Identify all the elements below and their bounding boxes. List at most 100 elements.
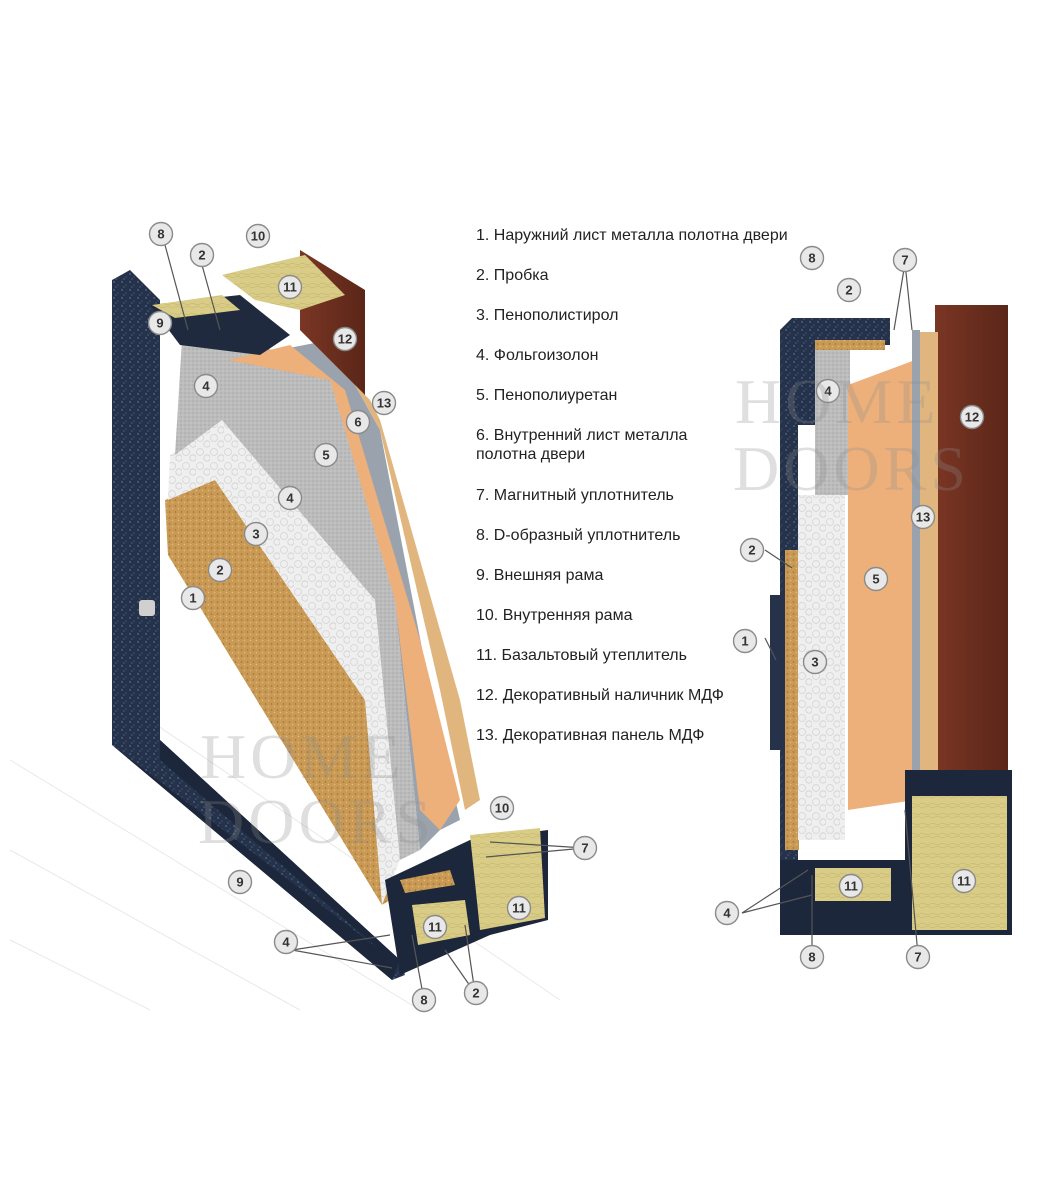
- callout-circle: [892, 247, 918, 273]
- callout-circle: [313, 442, 339, 468]
- legend-item-10: 10. Внутренняя рама: [476, 607, 633, 624]
- callout-number: 11: [428, 920, 442, 935]
- right-inner-steel: [912, 330, 920, 800]
- callout-circle: [277, 485, 303, 511]
- legend-item-11: 11. Базальтовый утеплитель: [476, 647, 687, 664]
- right-callout-2: 2: [739, 537, 765, 563]
- left-callout-5: 5: [313, 442, 339, 468]
- right-callout-7: 7: [892, 247, 918, 273]
- callout-number: 12: [338, 332, 352, 347]
- legend-item-7: 7. Магнитный уплотнитель: [476, 487, 674, 504]
- callout-circle: [951, 868, 977, 894]
- callout-number: 2: [472, 986, 479, 1001]
- watermark-right-doors: DOORS: [733, 433, 970, 504]
- callout-number: 8: [808, 251, 815, 266]
- callout-number: 2: [216, 563, 223, 578]
- callout-circle: [332, 326, 358, 352]
- callout-number: 7: [901, 253, 908, 268]
- callout-number: 3: [811, 655, 818, 670]
- callout-circle: [572, 835, 598, 861]
- callout-circle: [147, 310, 173, 336]
- right-callout-5: 5: [863, 566, 889, 592]
- legend-item-2: 2. Пробка: [476, 267, 549, 284]
- legend-item-3: 3. Пенополистирол: [476, 307, 619, 324]
- callout-circle: [463, 980, 489, 1006]
- callout-number: 1: [741, 634, 748, 649]
- left-cork-layer: [165, 480, 390, 905]
- right-callout-8: 8: [799, 245, 825, 271]
- left-callout-10: 10: [245, 223, 271, 249]
- right-callout-3: 3: [802, 649, 828, 675]
- right-callout-8: 8: [799, 944, 825, 970]
- callout-number: 4: [824, 384, 832, 399]
- legend-item-13: 13. Декоративная панель МДФ: [476, 727, 705, 744]
- callout-number: 8: [808, 950, 815, 965]
- callout-circle: [739, 537, 765, 563]
- left-callout-6: 6: [345, 409, 371, 435]
- left-hinge: [139, 600, 155, 616]
- left-callout-11: 11: [277, 274, 303, 300]
- callout-circle: [838, 873, 864, 899]
- callout-number: 2: [198, 248, 205, 263]
- callout-circle: [345, 409, 371, 435]
- callout-circle: [227, 869, 253, 895]
- right-foil-layer: [815, 345, 850, 495]
- callout-circle: [863, 566, 889, 592]
- right-outer-sheet: [770, 595, 783, 750]
- right-callout-7: 7: [905, 944, 931, 970]
- left-outer-frame-9: [112, 740, 400, 980]
- callout-number: 7: [581, 841, 588, 856]
- callout-circle: [277, 274, 303, 300]
- right-basalt-large: [912, 796, 1007, 930]
- left-mdf-panel: [300, 330, 480, 810]
- callout-number: 8: [420, 993, 427, 1008]
- legend-item-6: 6. Внутренний лист металла полотна двери: [476, 427, 688, 463]
- callout-number: 1: [189, 591, 196, 606]
- left-polystyrene-layer: [168, 420, 400, 905]
- watermark-left-home: HOME: [200, 721, 405, 792]
- right-callout-11: 11: [951, 868, 977, 894]
- left-callout-4: 4: [277, 485, 303, 511]
- right-callout-2: 2: [836, 277, 862, 303]
- legend-item-8: 8. D-образный уплотнитель: [476, 527, 681, 544]
- right-mdf-trim: [935, 305, 1008, 775]
- left-callout-13: 13: [371, 390, 397, 416]
- callout-circle: [815, 378, 841, 404]
- callout-circle: [422, 914, 448, 940]
- left-callout-10: 10: [489, 795, 515, 821]
- callout-circle: [905, 944, 931, 970]
- left-callout-2: 2: [463, 980, 489, 1006]
- callout-number: 9: [156, 316, 163, 331]
- callout-number: 11: [844, 879, 858, 894]
- right-door-section: [770, 305, 1012, 935]
- callout-number: 4: [282, 935, 290, 950]
- callout-circle: [193, 373, 219, 399]
- callout-number: 2: [748, 543, 755, 558]
- left-callout-7: 7: [572, 835, 598, 861]
- callout-number: 7: [914, 950, 921, 965]
- right-callout-4: 4: [815, 378, 841, 404]
- callout-number: 4: [723, 906, 731, 921]
- callout-number: 5: [872, 572, 879, 587]
- right-mdf-panel: [920, 332, 938, 772]
- callout-circle: [959, 404, 985, 430]
- left-callout-3: 3: [243, 521, 269, 547]
- left-callout-9: 9: [227, 869, 253, 895]
- left-callout-4: 4: [273, 929, 299, 955]
- callout-number: 11: [512, 901, 526, 916]
- left-callout-8: 8: [148, 221, 174, 247]
- left-callout-11: 11: [506, 895, 532, 921]
- left-top-basalt-small: [152, 295, 240, 318]
- callout-circle: [243, 521, 269, 547]
- left-callout-11: 11: [422, 914, 448, 940]
- callout-circle: [910, 504, 936, 530]
- watermark-left-doors: DOORS: [198, 786, 435, 857]
- callout-number: 3: [252, 527, 259, 542]
- right-callout-11: 11: [838, 873, 864, 899]
- left-callout-12: 12: [332, 326, 358, 352]
- legend-item-5: 5. Пенополиуретан: [476, 387, 618, 404]
